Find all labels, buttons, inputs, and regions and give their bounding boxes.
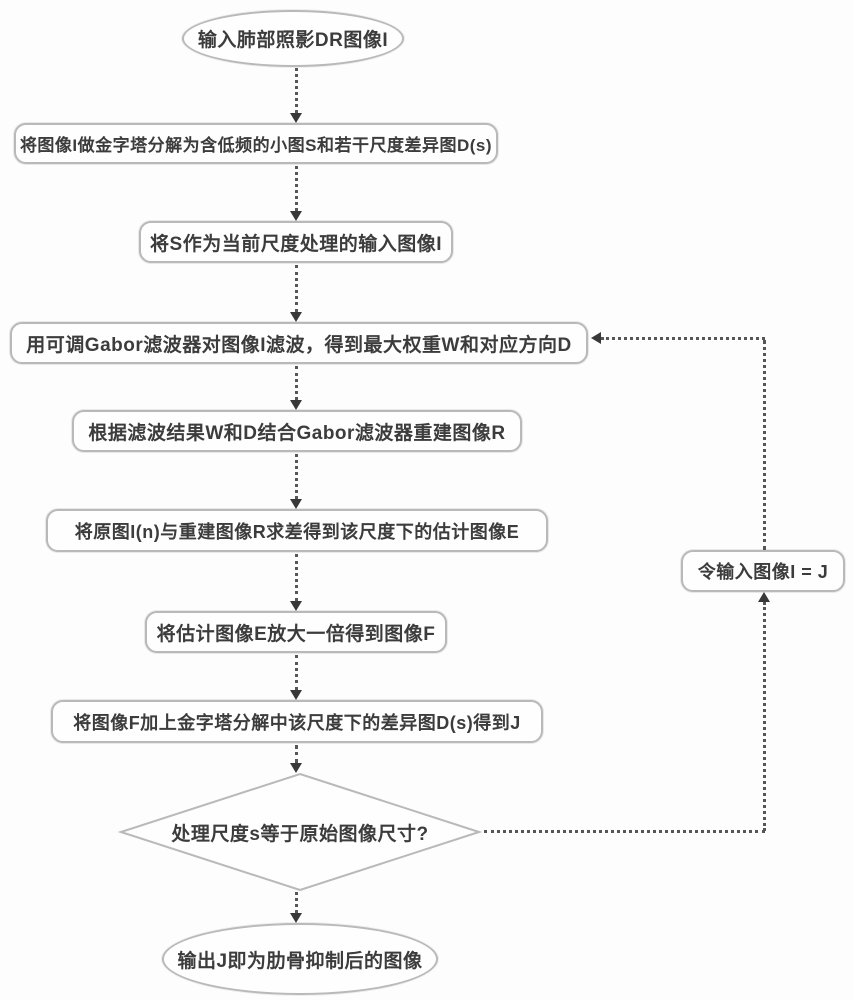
node-scale-decision: 处理尺度s等于原始图像尺寸? [118, 772, 482, 892]
arrowhead-into-gabor-loop [591, 332, 601, 344]
node-add-difference-step: 将图像F加上金字塔分解中该尺度下的差异图D(s)得到J [51, 700, 543, 743]
connector-decision-to-end [295, 892, 298, 913]
difference-label: 将原图I(n)与重建图像R求差得到该尺度下的估计图像E [74, 521, 520, 542]
connector-reconstruct-to-difference [295, 454, 298, 499]
connector-gabor-to-reconstruct [295, 366, 298, 400]
arrowhead-into-upscale [290, 601, 302, 611]
node-end-terminator: 输出J即为肋骨抑制后的图像 [162, 923, 438, 995]
loop-vertical-lower [763, 602, 766, 831]
arrowhead-into-reconstruct [290, 400, 302, 410]
loop-vertical-upper [763, 340, 766, 550]
arrowhead-into-decision [290, 763, 302, 773]
node-pyramid-decompose-step: 将图像I做金字塔分解为含低频的小图S和若干尺度差异图D(s) [14, 123, 498, 164]
node-start-terminator: 输入肺部照影DR图像I [182, 10, 404, 67]
arrowhead-into-pyramid [290, 113, 302, 123]
pyramid-label: 将图像I做金字塔分解为含低频的小图S和若干尺度差异图D(s) [19, 136, 493, 155]
node-upscale-step: 将估计图像E放大一倍得到图像F [145, 611, 447, 653]
arrowhead-into-gabor [290, 312, 302, 322]
node-gabor-filter-step: 用可调Gabor滤波器对图像I滤波，得到最大权重W和对应方向D [10, 322, 588, 364]
arrowhead-into-end [290, 913, 302, 923]
connector-set-input-to-gabor [295, 265, 298, 312]
connector-add-difference-to-decision [295, 745, 298, 763]
loop-horizontal-top [601, 337, 765, 340]
decision-label: 处理尺度s等于原始图像尺寸? [171, 823, 429, 845]
arrowhead-into-loop-assign [758, 592, 770, 602]
loop-assign-label: 令输入图像I = J [697, 562, 829, 582]
upscale-label: 将估计图像E放大一倍得到图像F [156, 623, 436, 645]
connector-difference-to-upscale [295, 554, 298, 601]
connector-start-to-pyramid [295, 68, 298, 113]
start-label: 输入肺部照影DR图像I [197, 30, 389, 51]
set-input-label: 将S作为当前尺度处理的输入图像I [150, 233, 442, 255]
end-label: 输出J即为肋骨抑制后的图像 [177, 950, 423, 972]
gabor-label: 用可调Gabor滤波器对图像I滤波，得到最大权重W和对应方向D [26, 334, 572, 356]
arrowhead-into-set-input [290, 211, 302, 221]
loop-horizontal-bottom [484, 830, 765, 833]
node-set-input-step: 将S作为当前尺度处理的输入图像I [139, 221, 453, 263]
node-reconstruct-step: 根据滤波结果W和D结合Gabor滤波器重建图像R [72, 410, 522, 452]
decision-diamond-shape [118, 772, 482, 892]
connector-pyramid-to-set-input [295, 166, 298, 211]
node-loop-assign-step: 令输入图像I = J [681, 550, 845, 592]
node-difference-step: 将原图I(n)与重建图像R求差得到该尺度下的估计图像E [46, 509, 548, 552]
add-difference-label: 将图像F加上金字塔分解中该尺度下的差异图D(s)得到J [73, 712, 521, 733]
reconstruct-label: 根据滤波结果W和D结合Gabor滤波器重建图像R [88, 422, 506, 444]
connector-upscale-to-add-difference [295, 655, 298, 690]
arrowhead-into-add-difference [290, 690, 302, 700]
arrowhead-into-difference [290, 499, 302, 509]
